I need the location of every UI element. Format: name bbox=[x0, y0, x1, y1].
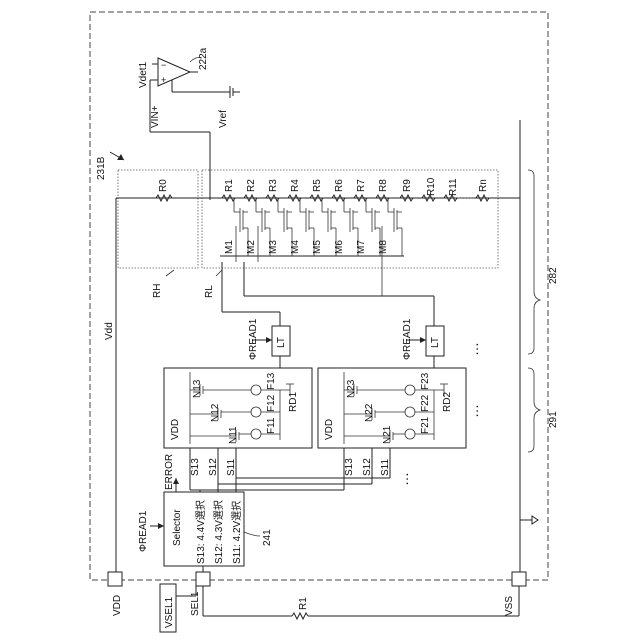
rh-label: RH bbox=[152, 284, 163, 298]
vref-label: Vref bbox=[218, 110, 229, 128]
fuse-1-label: N11 bbox=[228, 426, 239, 444]
fuse-1-label: N13 bbox=[192, 379, 203, 398]
ref-282-label: 282 bbox=[548, 267, 559, 284]
vss-pin-label: VSS bbox=[504, 596, 515, 616]
vdd-pin-label: VDD bbox=[112, 595, 123, 616]
selector-ref-label: 241 bbox=[262, 529, 273, 546]
continuation-dots: … bbox=[465, 404, 481, 418]
resistor-label: R10 bbox=[426, 177, 437, 196]
fuse-1-label: N12 bbox=[210, 403, 221, 422]
fuse-2-label: RD2 bbox=[442, 392, 453, 412]
selector-read-label: ΦREAD1 bbox=[138, 510, 149, 552]
amp-ref-label: 222a bbox=[198, 47, 209, 70]
read-1-label: ΦREAD1 bbox=[248, 318, 259, 360]
error-label: ERROR bbox=[164, 454, 175, 490]
mosfet-label: M2 bbox=[246, 240, 257, 254]
fuse-2-vdd: VDD bbox=[324, 419, 335, 440]
fuse-2-label: N23 bbox=[346, 379, 357, 398]
fuse-2-label: N22 bbox=[364, 403, 375, 422]
fuse-2-label: N21 bbox=[382, 425, 393, 444]
brace-282 bbox=[528, 170, 540, 354]
mosfet-label: M7 bbox=[356, 240, 367, 254]
latch-2-label: LT bbox=[430, 337, 441, 348]
sel-pin bbox=[196, 572, 210, 586]
ext-resistor bbox=[292, 613, 308, 619]
fuse-1-label: F11 bbox=[266, 417, 277, 434]
mosfet-label: M3 bbox=[268, 240, 279, 254]
mosfet-label: M5 bbox=[312, 240, 323, 254]
brace-291 bbox=[528, 368, 540, 452]
vsel-label: VSEL1 bbox=[164, 596, 175, 628]
selector-option: S13: 4.4V選択 bbox=[194, 500, 207, 564]
continuation-dots: … bbox=[465, 342, 481, 356]
resistor-label: R8 bbox=[378, 179, 389, 192]
resistor-label: R2 bbox=[246, 179, 257, 192]
sig-label: S11 bbox=[380, 459, 391, 476]
fuse-2-label: F22 bbox=[420, 394, 431, 412]
fuse-2-label: F23 bbox=[420, 372, 431, 390]
svg-text:+: + bbox=[161, 75, 166, 85]
read-2-label: ΦREAD1 bbox=[402, 318, 413, 360]
vdd-line-label: Vdd bbox=[104, 322, 115, 340]
svg-text:−: − bbox=[161, 60, 166, 70]
vss-pin bbox=[512, 572, 526, 586]
sig-label: S12 bbox=[362, 458, 373, 476]
fuse-1-label: F12 bbox=[266, 394, 277, 412]
selector-option: S12: 4.3V選択 bbox=[212, 500, 225, 564]
latch-1-label: LT bbox=[276, 337, 287, 348]
resistor-label: R11 bbox=[448, 178, 459, 196]
resistor-label: Rn bbox=[478, 179, 489, 192]
resistor-label: R1 bbox=[224, 179, 235, 192]
ref-291-label: 291 bbox=[548, 411, 559, 428]
resistor-label: R9 bbox=[402, 179, 413, 192]
rl-label: RL bbox=[204, 285, 215, 298]
mosfet-label: M1 bbox=[224, 240, 235, 254]
fuse-1-label: F13 bbox=[266, 372, 277, 390]
fuse-1-label: RD1 bbox=[288, 392, 299, 412]
fuse-2-label: F21 bbox=[420, 416, 431, 434]
sig-label: S12 bbox=[208, 458, 219, 476]
sig-label: S13 bbox=[190, 458, 201, 476]
vin-label: VIN+ bbox=[150, 105, 161, 128]
fuse-1-vdd: VDD bbox=[170, 419, 181, 440]
block-label: 231B bbox=[96, 156, 107, 180]
resistor-label: R3 bbox=[268, 179, 279, 192]
vdet-label: Vdet1 bbox=[138, 61, 149, 88]
vdd-pin bbox=[108, 572, 122, 586]
continuation-dots: … bbox=[395, 472, 411, 486]
selector-label: Selector bbox=[172, 509, 183, 546]
ext-r1-label: R1 bbox=[298, 597, 309, 610]
sig-label: S13 bbox=[344, 458, 355, 476]
mosfet-label: M8 bbox=[378, 240, 389, 254]
resistor-label: R4 bbox=[290, 179, 301, 192]
mosfet-label: M4 bbox=[290, 240, 301, 254]
sig-label: S11 bbox=[226, 459, 237, 476]
resistor-label: R5 bbox=[312, 179, 323, 192]
r0-label: R0 bbox=[158, 179, 169, 192]
selector-option: S11: 4.2V選択 bbox=[230, 501, 243, 564]
mosfet-label: M6 bbox=[334, 240, 345, 254]
resistor-label: R7 bbox=[356, 179, 367, 192]
resistor-label: R6 bbox=[334, 179, 345, 192]
